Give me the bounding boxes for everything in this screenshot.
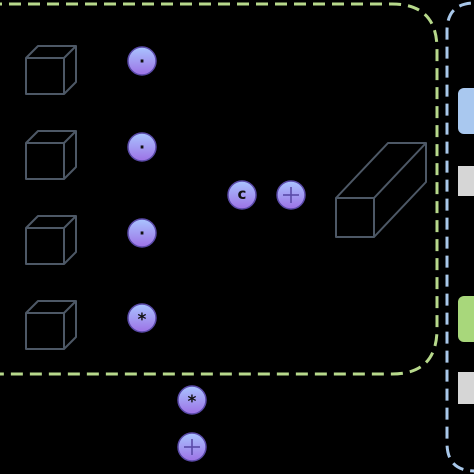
dot-operator-symbol: ·	[139, 52, 145, 71]
side-tab-gray	[458, 166, 474, 196]
side-panel-border	[445, 1, 474, 473]
concat-operator-symbol: c	[238, 185, 247, 203]
cube-icon	[25, 45, 77, 95]
side-tab-green	[458, 296, 474, 342]
cube-icon	[25, 215, 77, 265]
dot-operator-node: ·	[127, 46, 157, 76]
dot-operator-node: ·	[127, 218, 157, 248]
add-operator-node	[177, 432, 207, 462]
mul-operator-symbol: *	[138, 310, 147, 330]
mul-operator-node: *	[127, 303, 157, 333]
mul-operator-node: *	[177, 385, 207, 415]
module-border	[0, 2, 439, 376]
tensor-block-icon	[335, 142, 427, 238]
cube-icon	[25, 300, 77, 350]
cube-icon	[25, 130, 77, 180]
side-tab-gray	[458, 372, 474, 404]
cube-column	[25, 45, 77, 350]
dot-operator-symbol: ·	[139, 138, 145, 157]
dot-operator-symbol: ·	[139, 224, 145, 243]
side-tab-blue	[458, 88, 474, 134]
operator-nodes: · · · * c *	[127, 46, 306, 462]
mul-operator-symbol: *	[188, 392, 197, 412]
side-tabs	[458, 88, 474, 404]
concat-operator-node: c	[227, 180, 257, 210]
add-operator-node	[276, 180, 306, 210]
dot-operator-node: ·	[127, 132, 157, 162]
